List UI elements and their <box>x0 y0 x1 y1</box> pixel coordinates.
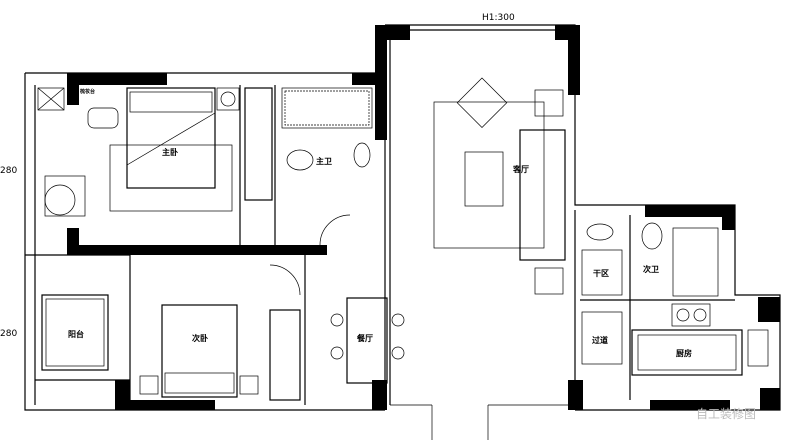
chair <box>87 107 119 129</box>
room-kitchen: 厨房 <box>676 348 692 358</box>
room-master-bedroom: 主卧 <box>162 147 178 157</box>
master-bed <box>109 87 240 212</box>
dresser-label: 梳妆台 <box>80 88 95 95</box>
watermark: 自工装修图 <box>696 406 756 421</box>
dining-table <box>330 297 405 384</box>
dim-left-lower: :280 <box>0 329 17 339</box>
room-second-bedroom: 次卧 <box>192 333 208 343</box>
outer-walls <box>24 24 781 411</box>
room-dry-area: 干区 <box>593 269 609 278</box>
room-second-bath: 次卫 <box>643 264 659 274</box>
room-living: 客厅 <box>512 164 529 174</box>
entry-door <box>390 404 575 440</box>
dim-top: H1:300 <box>482 13 515 23</box>
living-furniture <box>433 77 566 295</box>
room-dining: 餐厅 <box>356 333 373 343</box>
right-fixtures <box>581 222 769 376</box>
master-bath-fixtures <box>281 87 373 171</box>
cabinet <box>37 87 65 111</box>
interior-walls <box>25 85 735 405</box>
wall-blocks <box>67 25 780 410</box>
balcony-unit <box>41 294 109 371</box>
room-master-bath: 主卫 <box>316 156 332 166</box>
wardrobe <box>244 87 301 401</box>
room-balcony: 阳台 <box>68 329 84 339</box>
room-corridor: 过道 <box>592 335 608 345</box>
dim-left-upper: :280 <box>0 166 17 176</box>
armchair <box>44 175 86 217</box>
second-bed <box>139 304 259 398</box>
